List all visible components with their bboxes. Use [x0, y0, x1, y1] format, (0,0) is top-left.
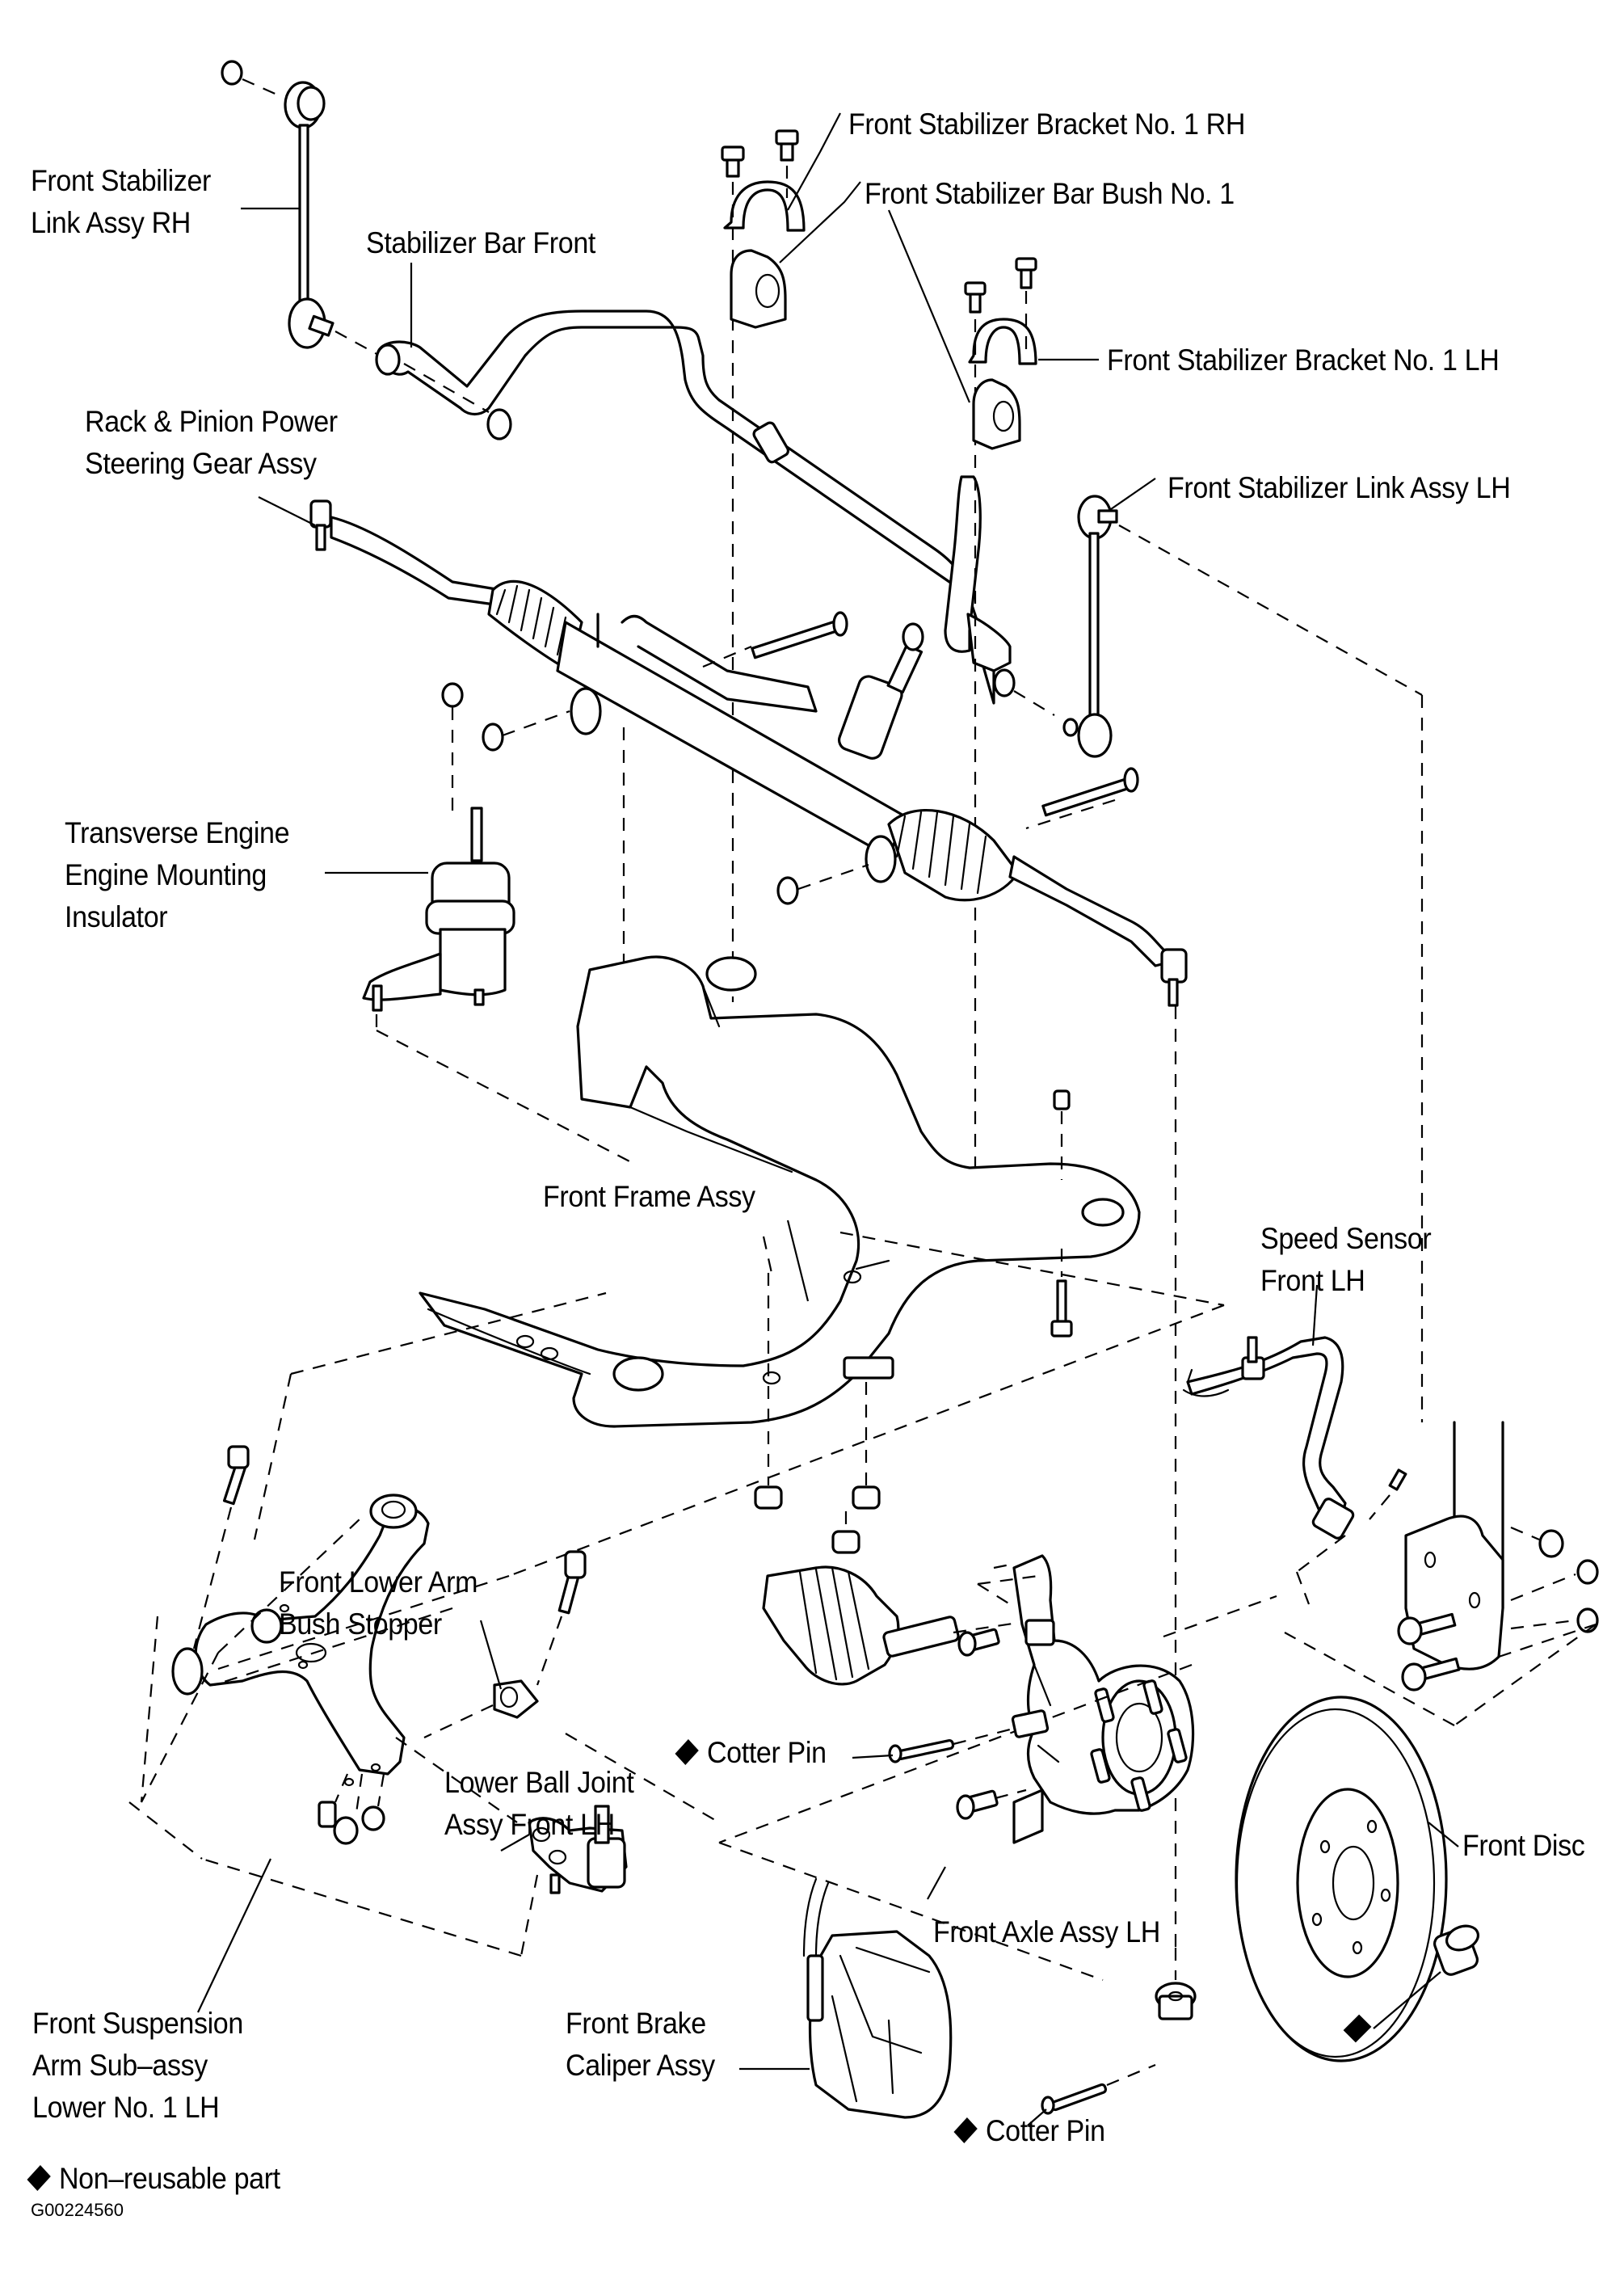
non-reusable-diamond-icon — [27, 2165, 51, 2191]
label-bar-bush-no1: Front Stabilizer Bar Bush No. 1 — [865, 177, 1235, 210]
front-stabilizer-link-lh — [1062, 495, 1424, 1422]
front-axle-assy-lh — [956, 1554, 1195, 1844]
label-front-suspension-arm: Front Suspension Arm Sub–assy Lower No. … — [32, 2007, 243, 2124]
label-engine-mounting-insulator: Transverse Engine Engine Mounting Insula… — [65, 816, 290, 933]
front-stabilizer-bracket-lh — [964, 257, 1037, 1261]
steering-bolts-and-nuts — [441, 611, 1177, 1948]
front-frame-assy — [419, 955, 1141, 1428]
label-cotter-pin-upper: Cotter Pin — [675, 1732, 827, 1774]
non-reusable-diamond-icon — [953, 2117, 978, 2143]
lower-arm-dashed-guides — [128, 1291, 720, 1860]
front-disc — [1235, 1696, 1448, 2062]
stabilizer-bar-front — [375, 310, 1055, 716]
label-front-axle-assy-lh: Front Axle Assy LH — [933, 1915, 1160, 1948]
front-stabilizer-bar-bush-lh — [972, 378, 1021, 450]
label-steering-gear-assy: Rack & Pinion Power Steering Gear Assy — [85, 405, 338, 480]
front-stabilizer-bar-bush — [730, 249, 787, 329]
label-front-stabilizer-link-lh: Front Stabilizer Link Assy LH — [1168, 471, 1511, 504]
castle-nut-upper — [1011, 1709, 1050, 1738]
front-brake-caliper-assy — [802, 1877, 953, 2119]
label-front-brake-caliper: Front Brake Caliper Assy — [566, 2007, 715, 2082]
figure-code: G00224560 — [31, 2200, 124, 2220]
castle-nut-lower — [1155, 1982, 1197, 2020]
cotter-pin-lower — [1041, 2063, 1156, 2115]
label-front-disc: Front Disc — [1462, 1829, 1585, 1862]
speed-sensor-front-lh — [1182, 1336, 1407, 1605]
leader-lines — [197, 112, 1459, 2126]
drive-shaft — [762, 1565, 1035, 1686]
hub-nut — [1373, 1924, 1479, 2029]
transverse-engine-mounting-insulator — [325, 807, 635, 1165]
label-cotter-pin-lower: Cotter Pin — [953, 2110, 1105, 2152]
axle-dashed-guides — [718, 1574, 1277, 1982]
lower-ball-joint-assy-front-lh — [201, 1805, 628, 1957]
non-reusable-diamond-icon — [675, 1739, 699, 1765]
rack-and-pinion-steering-gear — [309, 499, 1188, 1007]
label-lower-ball-joint: Lower Ball Joint Assy Front LH — [444, 1766, 634, 1841]
frame-bolts-and-nuts — [508, 1089, 1225, 1578]
knuckle-bracket-right — [1284, 1421, 1599, 1726]
cotter-pin-upper — [888, 1728, 1011, 1763]
front-lower-arm-bush-stopper — [423, 1550, 587, 1738]
label-stabilizer-bar-front: Stabilizer Bar Front — [366, 226, 595, 259]
label-front-stabilizer-link-rh: Front Stabilizer Link Assy RH — [31, 164, 212, 239]
front-suspension-arm-lower — [171, 1445, 430, 1845]
legend-non-reusable: Non–reusable part — [27, 2158, 280, 2200]
label-front-frame-assy: Front Frame Assy — [543, 1180, 755, 1213]
label-speed-sensor-front-lh: Speed Sensor Front LH — [1260, 1222, 1432, 1297]
label-bush-stopper: Front Lower Arm Bush Stopper — [279, 1565, 478, 1641]
stabilizer-bar-nut — [486, 408, 512, 440]
label-bracket-no1-rh: Front Stabilizer Bracket No. 1 RH — [848, 107, 1246, 141]
front-stabilizer-link-rh — [221, 60, 381, 356]
label-bracket-no1-lh: Front Stabilizer Bracket No. 1 LH — [1107, 343, 1500, 377]
